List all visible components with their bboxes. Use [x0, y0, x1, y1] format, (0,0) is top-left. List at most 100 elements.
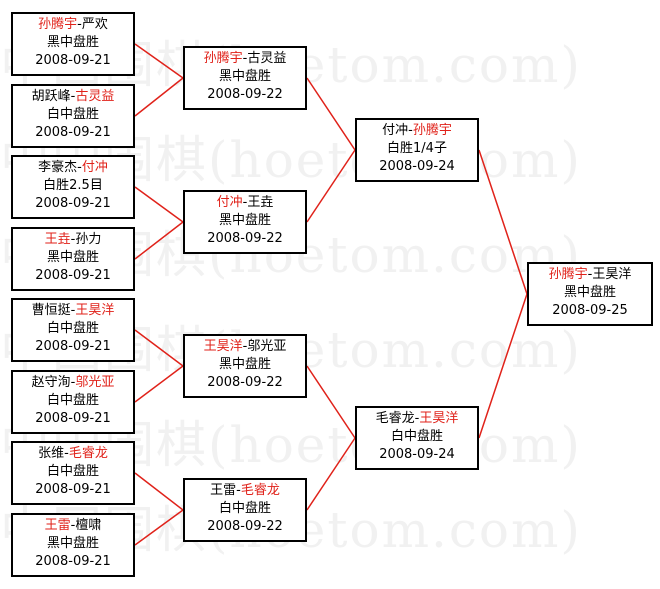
player-black: 毛睿龙	[375, 411, 415, 426]
players-line: 付冲-王垚	[185, 194, 305, 212]
match-result: 黑中盘胜	[218, 357, 271, 372]
player-black: 孙腾宇	[548, 267, 588, 282]
match-result: 黑中盘胜	[563, 285, 616, 300]
players-line: 曹恒挺-王昊洋	[13, 302, 133, 320]
match-date: 2008-09-22	[207, 375, 283, 390]
players-line: 胡跃峰-古灵益	[13, 88, 133, 106]
connector-r3m1-final	[478, 149, 528, 295]
match-result: 白胜2.5目	[43, 178, 103, 193]
players-line: 王雷-毛睿龙	[185, 482, 305, 500]
vs-separator: -	[77, 160, 82, 175]
match-result: 白中盘胜	[46, 321, 99, 336]
vs-separator: -	[70, 518, 76, 533]
player-black: 赵守洵	[31, 375, 71, 390]
player-black: 王昊洋	[203, 339, 243, 354]
player-white: 王昊洋	[75, 303, 115, 318]
players-line: 赵守洵-邬光亚	[13, 374, 133, 392]
match-date: 2008-09-25	[552, 303, 628, 318]
player-black: 张维	[38, 446, 65, 461]
match-result: 白中盘胜	[46, 464, 99, 479]
connector-r2m2-r3m1	[306, 149, 356, 223]
players-line: 毛睿龙-王昊洋	[357, 410, 477, 428]
match-date: 2008-09-21	[35, 482, 111, 497]
player-white: 邬光亚	[247, 339, 287, 354]
match-result: 白中盘胜	[218, 501, 271, 516]
players-line: 孙腾宇-古灵益	[185, 50, 305, 68]
match-date: 2008-09-24	[379, 159, 455, 174]
player-black: 李豪杰	[38, 160, 78, 175]
match-box-r1m2: 胡跃峰-古灵益白中盘胜 2008-09-21	[11, 84, 135, 148]
player-white: 王垚	[247, 195, 274, 210]
players-line: 孙腾宇-严欢	[13, 16, 133, 34]
connector-r1m5-r2m3	[134, 329, 184, 367]
connector-r3m2-final	[478, 293, 528, 439]
connector-r1m8-r2m4	[134, 509, 184, 546]
players-line: 王昊洋-邬光亚	[185, 338, 305, 356]
vs-separator: -	[242, 195, 248, 210]
players-line: 孙腾宇-王昊洋	[529, 266, 651, 284]
player-white: 毛睿龙	[240, 483, 280, 498]
match-box-r1m7: 张维-毛睿龙白中盘胜 2008-09-21	[11, 441, 135, 505]
match-result: 白中盘胜	[46, 393, 99, 408]
match-box-final: 孙腾宇-王昊洋黑中盘胜 2008-09-25	[527, 262, 653, 326]
match-box-r2m4: 王雷-毛睿龙白中盘胜 2008-09-22	[183, 478, 307, 542]
players-line: 张维-毛睿龙	[13, 445, 133, 463]
connector-r2m3-r3m2	[306, 365, 356, 439]
players-line: 王雷-檀啸	[13, 517, 133, 535]
player-white: 檀啸	[75, 518, 102, 533]
match-date: 2008-09-24	[379, 447, 455, 462]
player-white: 严欢	[81, 17, 108, 32]
player-white: 孙力	[75, 232, 102, 247]
match-result: 黑中盘胜	[46, 536, 99, 551]
player-white: 孙腾宇	[412, 123, 452, 138]
match-date: 2008-09-21	[35, 53, 111, 68]
match-result: 黑中盘胜	[218, 69, 271, 84]
connector-r1m2-r2m1	[134, 77, 184, 117]
match-date: 2008-09-22	[207, 519, 283, 534]
match-result: 白胜1/4子	[387, 141, 447, 156]
vs-separator: -	[408, 123, 413, 138]
player-black: 孙腾宇	[38, 17, 78, 32]
vs-separator: -	[414, 411, 420, 426]
match-date: 2008-09-21	[35, 125, 111, 140]
connector-r2m4-r3m2	[306, 437, 356, 511]
player-black: 胡跃峰	[31, 89, 71, 104]
match-box-r1m1: 孙腾宇-严欢黑中盘胜 2008-09-21	[11, 12, 135, 76]
match-date: 2008-09-22	[207, 87, 283, 102]
match-box-r2m1: 孙腾宇-古灵益黑中盘胜 2008-09-22	[183, 46, 307, 110]
vs-separator: -	[70, 232, 76, 247]
player-white: 邬光亚	[75, 375, 115, 390]
match-date: 2008-09-22	[207, 231, 283, 246]
players-line: 付冲-孙腾宇	[357, 122, 477, 140]
vs-separator: -	[70, 89, 76, 104]
match-date: 2008-09-21	[35, 554, 111, 569]
connector-r1m4-r2m2	[134, 221, 184, 260]
match-date: 2008-09-21	[35, 196, 111, 211]
match-date: 2008-09-21	[35, 339, 111, 354]
connector-r1m3-r2m2	[134, 186, 184, 223]
match-result: 黑中盘胜	[46, 35, 99, 50]
vs-separator: -	[242, 339, 248, 354]
player-black: 孙腾宇	[203, 51, 243, 66]
match-box-r1m3: 李豪杰-付冲白胜2.5目 2008-09-21	[11, 155, 135, 219]
vs-separator: -	[242, 51, 248, 66]
vs-separator: -	[70, 375, 76, 390]
match-result: 白中盘胜	[46, 107, 99, 122]
match-result: 黑中盘胜	[46, 250, 99, 265]
player-black: 王雷	[44, 518, 71, 533]
player-white: 王昊洋	[419, 411, 459, 426]
player-black: 曹恒挺	[31, 303, 71, 318]
vs-separator: -	[70, 303, 76, 318]
players-line: 李豪杰-付冲	[13, 159, 133, 177]
player-white: 王昊洋	[592, 267, 632, 282]
connector-r1m6-r2m3	[134, 365, 184, 403]
connector-r2m1-r3m1	[306, 77, 356, 151]
connector-r1m1-r2m1	[134, 43, 184, 79]
